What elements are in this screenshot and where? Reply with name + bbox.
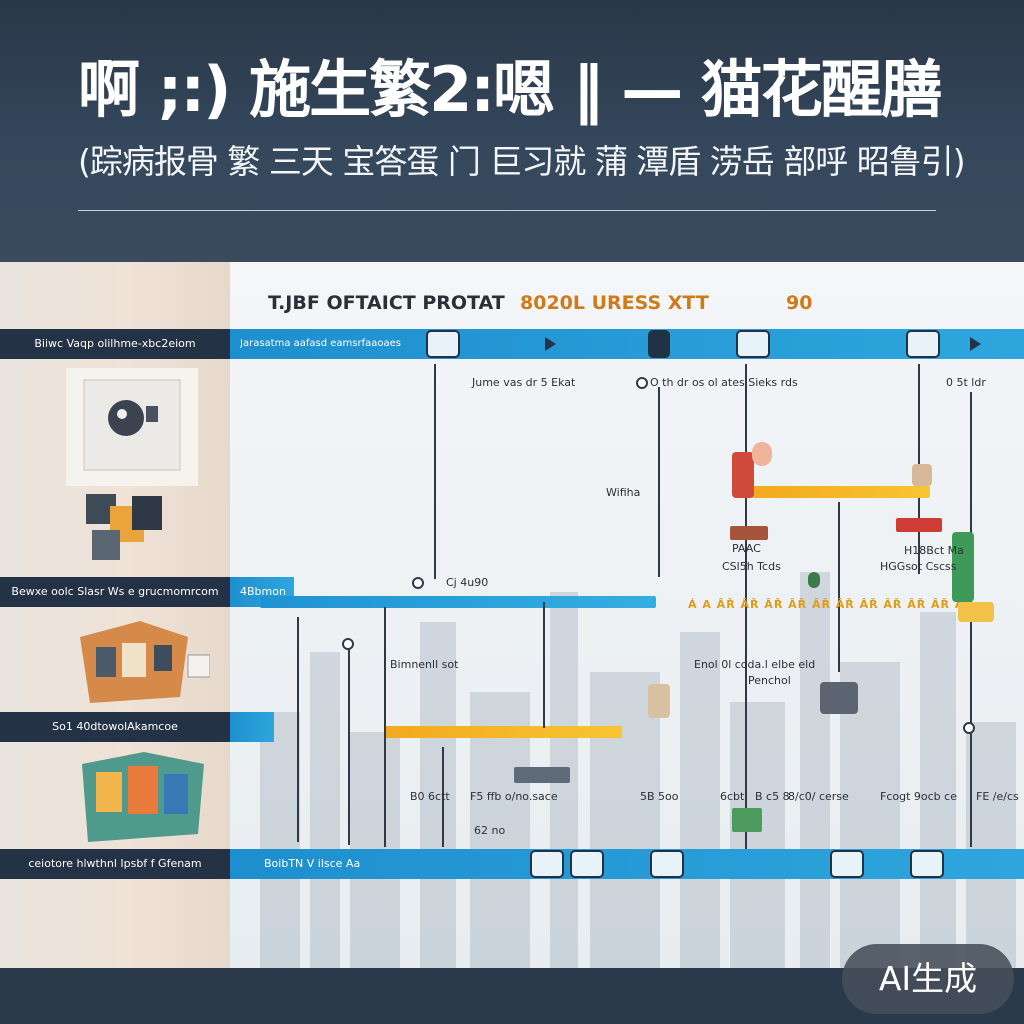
milestone-node[interactable] (570, 850, 604, 878)
lane-1-label: Biiwc Vaqp olilhme-xbc2eiom (34, 337, 196, 350)
warehouse-illustration (80, 621, 210, 703)
task-bar[interactable] (384, 726, 622, 738)
timeline-dot[interactable] (342, 638, 354, 650)
timeline-line (297, 617, 299, 842)
timeline-label: 8/c0/ cerse (788, 790, 849, 803)
factory-illustration (82, 752, 204, 842)
page-subtitle: (踪病报骨 繁 三天 宝答蛋 门 巨习就 蒲 潭盾 涝岳 部呼 昭鲁引) (78, 142, 966, 181)
lane-3-label: So1 40dtowolAkamcoe (52, 720, 178, 733)
timeline-label: B c5 8 (755, 790, 790, 803)
timeline-line (745, 364, 747, 849)
tag-chip (732, 808, 762, 832)
robot-icon (820, 682, 858, 714)
timeline-label: F5 ffb o/no.sace (470, 790, 558, 803)
milestone-node[interactable] (906, 330, 940, 358)
lane-2-label: Bewxe oolc Slasr Ws e grucmomrcom (11, 585, 219, 598)
person-icon (752, 442, 772, 466)
timeline-label: CSl5h Tcds (722, 560, 781, 573)
task-bar[interactable] (260, 596, 656, 608)
task-stripe: Á A ÂŘ ÂŘ ÂŘ ÂŘ ÂŘ ÂŘ ÂŘ ÂŘ ÂŘ ÂŘ Â (688, 598, 965, 611)
timeline-label: H18Bct Ma (904, 544, 964, 557)
board-title-part-1: T.JBF OFTAICT PROTAT (268, 292, 505, 314)
milestone-node[interactable] (910, 850, 944, 878)
milestone-node[interactable] (426, 330, 460, 358)
tag-chip (514, 767, 570, 783)
header: 啊 ;:) 施生繁2:嗯 ‖ — 猫花醒膳 (踪病报骨 繁 三天 宝答蛋 门 巨… (0, 0, 1024, 262)
lane-4-bar-text: BoibTN V ilsce Aa (264, 857, 361, 870)
lane-3-bar-start (230, 712, 274, 742)
timeline-label: O th dr os ol ates Sieks rds (650, 376, 798, 389)
lane-4-bar (230, 849, 1024, 879)
play-marker-icon (970, 337, 981, 351)
task-bar[interactable] (752, 486, 930, 498)
play-marker-icon (545, 337, 556, 351)
timeline-label: Bimnenll sot (390, 658, 459, 671)
pin-icon (808, 572, 820, 588)
board-title-part-2: 8020L URESS XTT (520, 292, 709, 314)
lane-2-header (0, 577, 230, 607)
timeline-label: Fcogt 9ocb ce (880, 790, 957, 803)
timeline-board: T.JBF OFTAICT PROTAT 8020L URESS XTT 90 … (0, 262, 1024, 968)
timeline-label: Enol 0l coda.l elbe eld (694, 658, 816, 671)
gear-cluster-illustration (86, 494, 162, 560)
timeline-label: HGGsot Cscss (880, 560, 957, 573)
timeline-dot[interactable] (636, 377, 648, 389)
header-divider (78, 210, 936, 211)
tag-chip (896, 518, 942, 532)
lane-1-header (0, 329, 230, 359)
timeline-label: 5B 5oo (640, 790, 679, 803)
timeline-line (543, 602, 545, 728)
lane-2-bar-text: 4Bbmon (240, 585, 286, 598)
timeline-dot[interactable] (412, 577, 424, 589)
lane-1-bar (230, 329, 1024, 359)
timeline-label: B0 6ctt (410, 790, 450, 803)
timeline-dot[interactable] (963, 722, 975, 734)
monitor-illustration (66, 368, 198, 486)
figure-icon (648, 684, 670, 718)
timeline-line (442, 747, 444, 847)
flag-icon (732, 452, 754, 498)
page-title: 啊 ;:) 施生繁2:嗯 ‖ — 猫花醒膳 (78, 53, 943, 126)
lane-1-bar-text: Jarasatma aafasd eamsrfaaoaes (240, 338, 401, 349)
tag-chip (730, 526, 768, 540)
timeline-label: PAAC (732, 542, 761, 555)
building-icon (952, 532, 974, 602)
box-icon (912, 464, 932, 486)
timeline-label: 0 5t ldr (946, 376, 986, 389)
board-title-part-3: 90 (786, 292, 813, 314)
timeline-label: 62 no (474, 824, 506, 837)
platform-icon (958, 602, 994, 622)
milestone-node[interactable] (530, 850, 564, 878)
timeline-label: Cj 4u90 (446, 576, 489, 589)
lane-4-header (0, 849, 230, 879)
timeline-label: Penchol (748, 674, 791, 687)
timeline-line (838, 502, 840, 672)
timeline-label: FE /e/cs (976, 790, 1019, 803)
city-skyline-background (260, 572, 1016, 968)
lane-3-header (0, 712, 230, 742)
timeline-line (348, 640, 350, 845)
timeline-label: 6cbt (720, 790, 745, 803)
milestone-node[interactable] (650, 850, 684, 878)
timeline-line (658, 387, 660, 577)
milestone-node[interactable] (830, 850, 864, 878)
milestone-node[interactable] (648, 330, 670, 358)
timeline-line (384, 607, 386, 847)
ai-generated-badge: AI生成 (842, 944, 1014, 1014)
timeline-label: Wifiha (606, 486, 641, 499)
timeline-label: Jume vas dr 5 Ekat (472, 376, 576, 389)
lane-4-label: ceiotore hlwthnl Ipsbf f Gfenam (28, 857, 202, 870)
timeline-line (434, 364, 436, 579)
milestone-node[interactable] (736, 330, 770, 358)
